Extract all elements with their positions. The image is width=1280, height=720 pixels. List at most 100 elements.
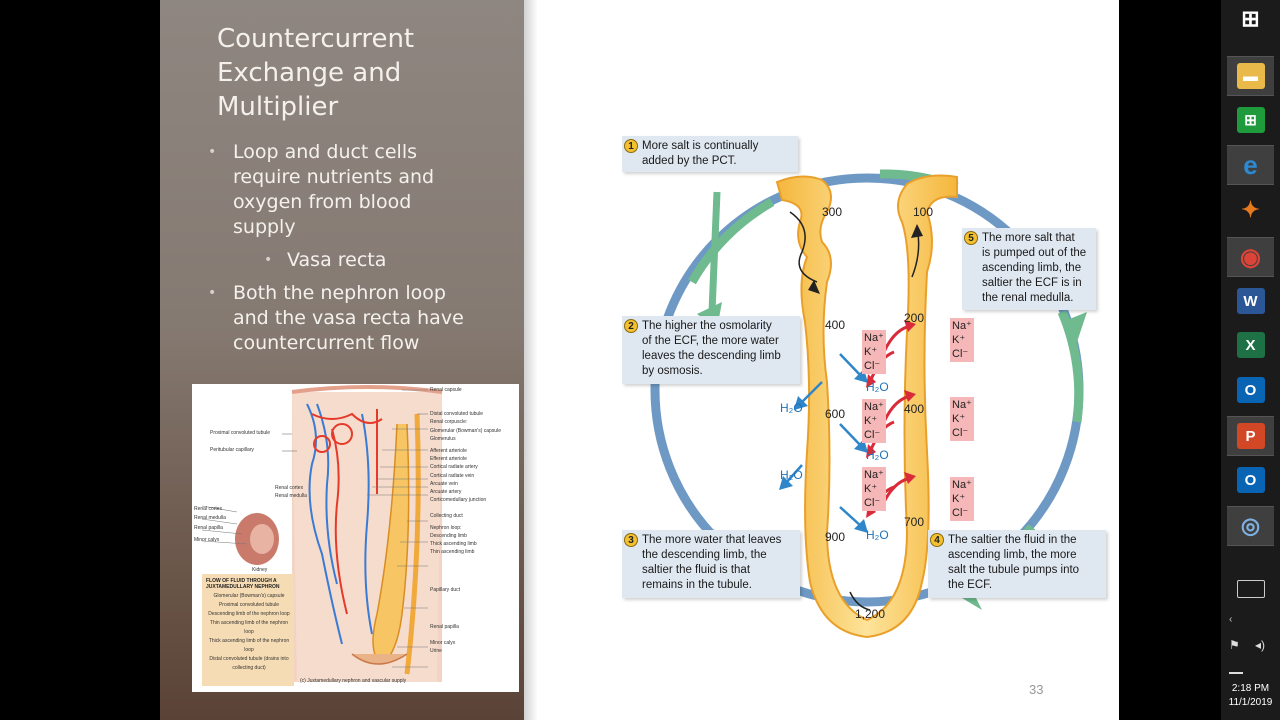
taskbar-powerpoint[interactable]: P <box>1227 416 1274 456</box>
figure-label: Distal convoluted tubule <box>430 411 484 418</box>
water-label: H₂O <box>866 380 889 394</box>
flow-step: Glomerular (Bowman's) capsule <box>213 593 285 599</box>
presentation-slide: Countercurrent Exchange and Multiplier •… <box>160 0 1119 720</box>
slide-title: Countercurrent Exchange and Multiplier <box>217 24 415 122</box>
bullet-text: Loop and duct cells require nutrients an… <box>233 141 435 238</box>
figure-label: Corticomedullary junction <box>430 497 487 504</box>
figure-label: Arcuate artery <box>430 489 462 496</box>
figure-label: Thin ascending limb <box>430 549 475 556</box>
taskbar-excel[interactable]: X <box>1227 326 1274 364</box>
figure-label: Glomerular (Bowman's) capsule <box>430 427 501 434</box>
callout-step-2: 2 The higher the osmolarity of the ECF, … <box>622 316 800 384</box>
figure-label: Renal capsule <box>430 387 462 393</box>
bullet-item: • Loop and duct cells require nutrients a… <box>206 140 516 240</box>
osmolarity-label: 100 <box>913 205 934 219</box>
flow-title: FLOW OF FLUID THROUGH A JUXTAMEDULLARY N… <box>206 578 280 590</box>
figure-label: Proximal convoluted tubule <box>210 430 271 436</box>
figure-label: Renal papilla <box>194 525 223 531</box>
ion-label: Na⁺ K⁺ Cl⁻ <box>950 318 974 362</box>
figure-label: Renal cortex <box>275 485 304 491</box>
slide-text-panel: Countercurrent Exchange and Multiplier •… <box>160 0 524 720</box>
water-label: H₂O <box>780 468 803 482</box>
taskbar-outlook[interactable]: O <box>1227 371 1274 409</box>
taskbar-chrome[interactable]: ◉ <box>1227 237 1274 277</box>
osmolarity-label: 900 <box>825 530 846 544</box>
figure-label: Urine <box>430 648 442 655</box>
ion-label: Na⁺ K⁺ Cl⁻ <box>950 397 974 441</box>
start-button[interactable]: ⊞ <box>1227 0 1274 38</box>
nephron-figure: Renal capsule Distal convoluted tubule R… <box>192 384 519 692</box>
store-icon: ⊞ <box>1236 107 1265 133</box>
osmolarity-label: 1,200 <box>855 607 886 621</box>
bullet-marker: • <box>208 285 217 301</box>
windows-taskbar: ⊞ ▬ ⊞ e ✦ ◉ W X O P O ◎ <box>1221 0 1280 720</box>
taskbar-file-explorer[interactable]: ▬ <box>1227 56 1274 96</box>
chevron-left-icon[interactable]: ‹ <box>1229 614 1233 625</box>
internet-explorer-icon: e <box>1243 149 1258 180</box>
osmolarity-label: 300 <box>822 205 843 219</box>
taskbar-paint[interactable]: ✦ <box>1227 191 1274 229</box>
water-label: H₂O <box>866 528 889 542</box>
windows-icon: ⊞ <box>1241 6 1260 31</box>
water-label: H₂O <box>780 401 803 415</box>
callout-step-3: 3 The more water that leaves the descend… <box>622 530 800 598</box>
figure-label: Glomerulus <box>430 435 456 442</box>
volume-icon[interactable]: ◂) <box>1255 638 1266 652</box>
step-number-badge: 4 <box>930 533 944 547</box>
network-icon[interactable] <box>1229 662 1243 674</box>
taskbar-recorder[interactable]: ◎ <box>1227 506 1274 546</box>
osmolarity-label: 200 <box>904 311 925 325</box>
figure-label: Descending limb <box>430 532 467 539</box>
water-label: H₂O <box>866 448 889 462</box>
chrome-icon: ◉ <box>1240 243 1261 271</box>
osmolarity-label: 600 <box>825 407 846 421</box>
bullet-item-sub: •Vasa recta <box>206 248 516 273</box>
bullet-item: • Both the nephron loop and the vasa rect… <box>206 281 516 356</box>
figure-label: Renal papilla <box>430 623 459 630</box>
callout-step-4: 4 The saltier the fluid in the ascending… <box>928 530 1106 598</box>
callout-text: The more water that leaves the descendin… <box>642 534 782 591</box>
clock-time: 2:18 PM <box>1231 683 1270 694</box>
record-icon: ◎ <box>1240 513 1261 538</box>
flag-icon[interactable]: ⚑ <box>1229 638 1240 652</box>
osmolarity-label: 400 <box>904 402 925 416</box>
taskbar-word[interactable]: W <box>1227 282 1274 320</box>
callout-step-5: 5 The more salt that is pumped out of th… <box>962 228 1096 310</box>
countercurrent-diagram: 1 More salt is continually added by the … <box>622 132 1112 652</box>
step-number-badge: 3 <box>624 533 638 547</box>
outlook-icon: O <box>1236 467 1265 493</box>
figure-label: Cortical radiate artery <box>430 464 478 471</box>
figure-label: Afferent arteriole <box>430 448 467 455</box>
figure-label: Thick ascending limb <box>430 541 477 548</box>
bullet-list: • Loop and duct cells require nutrients a… <box>206 140 516 364</box>
clock-date: 11/1/2019 <box>1228 697 1273 708</box>
ion-label: Na⁺ K⁺ Cl⁻ <box>950 477 974 521</box>
ion-label: Na⁺ K⁺ Cl⁻ <box>862 467 886 511</box>
taskbar-store[interactable]: ⊞ <box>1227 101 1274 139</box>
figure-caption: (c) Juxtamedullary nephron and vascular … <box>300 678 407 684</box>
figure-label: Renal medulla <box>275 493 307 499</box>
figure-label: Cortical radiate vein <box>430 472 475 479</box>
clock[interactable]: 2:18 PM 11/1/2019 <box>1223 682 1278 710</box>
taskbar-internet-explorer[interactable]: e <box>1227 145 1274 185</box>
osmolarity-label: 400 <box>825 318 846 332</box>
bullet-marker: • <box>208 144 217 160</box>
step-number-badge: 5 <box>964 231 978 245</box>
flow-step: Proximal convoluted tubule <box>218 602 280 608</box>
bullet-text: Both the nephron loop and the vasa recta… <box>233 282 464 354</box>
taskbar-outlook-2[interactable]: O <box>1227 461 1274 499</box>
bullet-text: Vasa recta <box>287 249 387 271</box>
ion-label: Na⁺ K⁺ Cl⁻ <box>862 399 886 443</box>
figure-label: Peritubular capillary <box>210 447 254 453</box>
flow-step: Descending limb of the nephron loop <box>208 611 290 617</box>
figure-label: Arcuate vein <box>430 480 458 487</box>
slide-number: 33 <box>1029 682 1044 697</box>
word-icon: W <box>1236 288 1265 314</box>
touch-keyboard-icon[interactable] <box>1237 580 1265 598</box>
callout-step-1: 1 More salt is continually added by the … <box>622 136 798 172</box>
figure-labels-right: Renal capsule Distal convoluted tubule R… <box>430 386 519 655</box>
figure-label: Renal corpuscle: <box>430 419 468 426</box>
outlook-icon: O <box>1236 377 1265 403</box>
figure-label: Renal cortex <box>194 506 223 512</box>
figure-label: Kidney <box>252 567 268 573</box>
